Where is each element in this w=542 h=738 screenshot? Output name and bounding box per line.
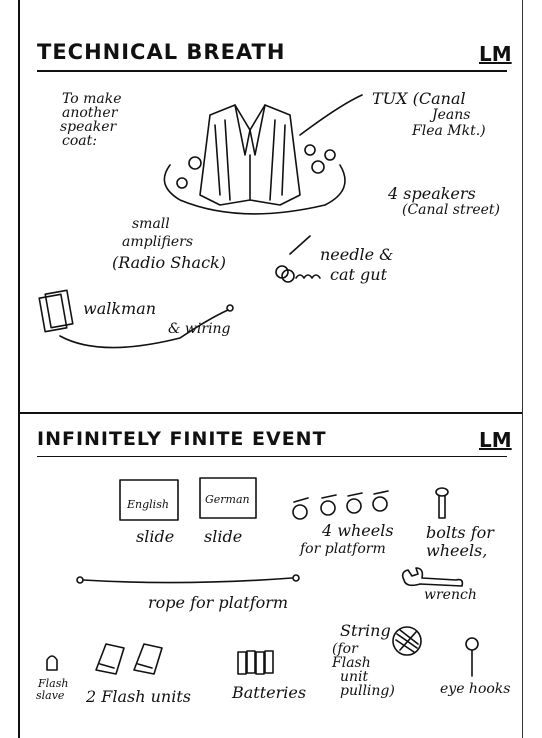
note-make-coat-3: speaker (60, 119, 117, 135)
note-flash-units: 2 Flash units (86, 687, 191, 706)
note-bolts-1: bolts for (426, 523, 494, 542)
note-needle-2: cat gut (330, 265, 387, 284)
note-batteries: Batteries (232, 683, 307, 702)
panel-title: TECHNICAL BREATH (37, 40, 286, 64)
note-amps-1: small (132, 216, 170, 232)
panel-title: INFINITELY FINITE EVENT (37, 428, 327, 450)
note-amps-2: amplifiers (122, 234, 194, 250)
note-tux-1: TUX (Canal (372, 89, 466, 108)
note-wheels-1: 4 wheels (322, 521, 394, 540)
note-flash-slave-2: slave (36, 689, 65, 702)
title-underline (37, 70, 507, 72)
note-make-coat-1: To make (62, 91, 122, 107)
note-make-coat-2: another (62, 105, 118, 121)
slide-label-2: slide (204, 527, 243, 546)
walkman-sketch (38, 289, 234, 349)
slide-label-1: slide (136, 527, 175, 546)
needle-catgut-sketch (275, 235, 321, 283)
rope-sketch (76, 574, 300, 584)
note-amps-3: (Radio Shack) (112, 253, 226, 272)
slide-card-english: English (127, 498, 169, 511)
string-coil-sketch (392, 626, 422, 656)
artist-initials: LM (479, 428, 512, 452)
note-wheels-2: for platform (300, 541, 386, 557)
note-needle-1: needle & (320, 245, 394, 264)
note-speakers-2: (Canal street) (402, 202, 500, 218)
note-wrench: wrench (424, 587, 477, 603)
vest-coat-sketch (163, 94, 363, 215)
note-string-2: (for (332, 641, 358, 657)
flash-units-sketch (95, 643, 163, 675)
note-string-1: String (340, 621, 391, 640)
note-speakers-1: 4 speakers (388, 184, 476, 203)
eye-hook-sketch (465, 637, 479, 677)
note-string-5: pulling) (340, 683, 395, 699)
page-frame (18, 0, 523, 738)
flash-slave-sketch (46, 655, 58, 671)
note-tux-2: Jeans (432, 107, 471, 123)
note-eye-hooks: eye hooks (440, 681, 511, 697)
title-underline (37, 456, 507, 457)
note-bolts-2: wheels, (426, 541, 488, 560)
note-string-4: unit (340, 669, 369, 685)
artist-initials: LM (479, 42, 512, 66)
note-string-3: Flash (332, 655, 371, 671)
note-flash-slave-1: Flash (38, 677, 69, 690)
wheels-sketch (292, 490, 389, 520)
wrench-sketch (401, 567, 464, 587)
batteries-sketch (237, 650, 274, 675)
panel-divider (20, 412, 522, 414)
note-tux-3: Flea Mkt.) (412, 123, 486, 139)
note-wiring: & wiring (168, 321, 231, 337)
slides-sketch (119, 477, 257, 521)
note-walkman: walkman (83, 299, 157, 318)
note-make-coat-4: coat: (62, 133, 97, 149)
note-rope: rope for platform (148, 593, 289, 612)
bolt-sketch (435, 487, 449, 519)
slide-card-german: German (205, 493, 250, 506)
